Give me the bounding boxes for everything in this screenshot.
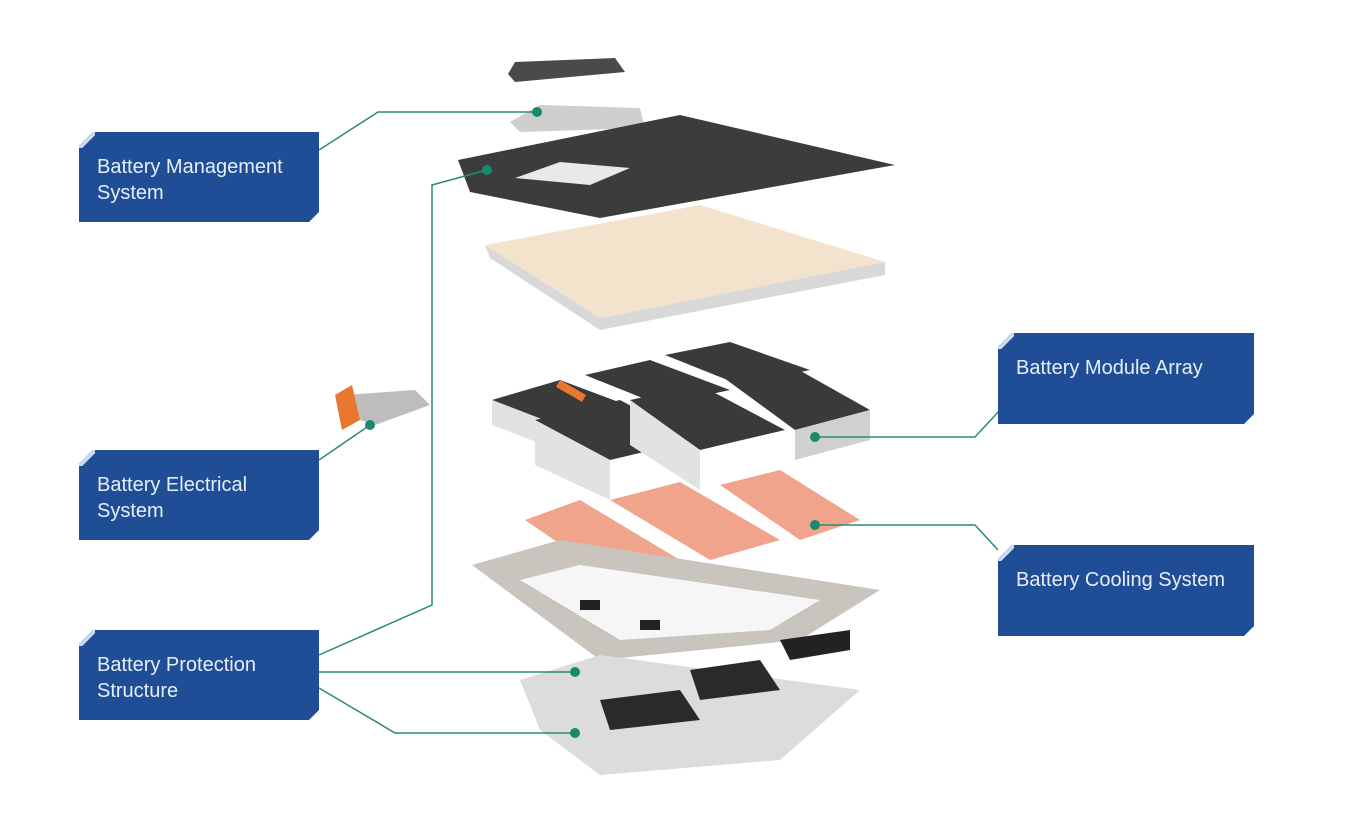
protection-frame [472,540,880,660]
label-battery-cooling-system: Battery Cooling System [998,545,1254,636]
label-battery-electrical-system: Battery Electrical System [79,450,319,540]
label-battery-management-system: Battery Management System [79,132,319,222]
top-lid [508,58,625,82]
electrical-box [335,385,430,430]
bms-board [510,105,645,132]
label-battery-module-array: Battery Module Array [998,333,1254,424]
connector-lines [318,111,1001,734]
tray-edge [485,245,885,330]
label-battery-protection-structure: Battery Protection Structure [79,630,319,720]
base-tray [520,655,860,775]
pack-cover [458,115,895,218]
module-array [492,342,870,500]
cover-window [515,162,630,185]
connector-dots [365,107,820,738]
insulation-tray [485,205,885,318]
